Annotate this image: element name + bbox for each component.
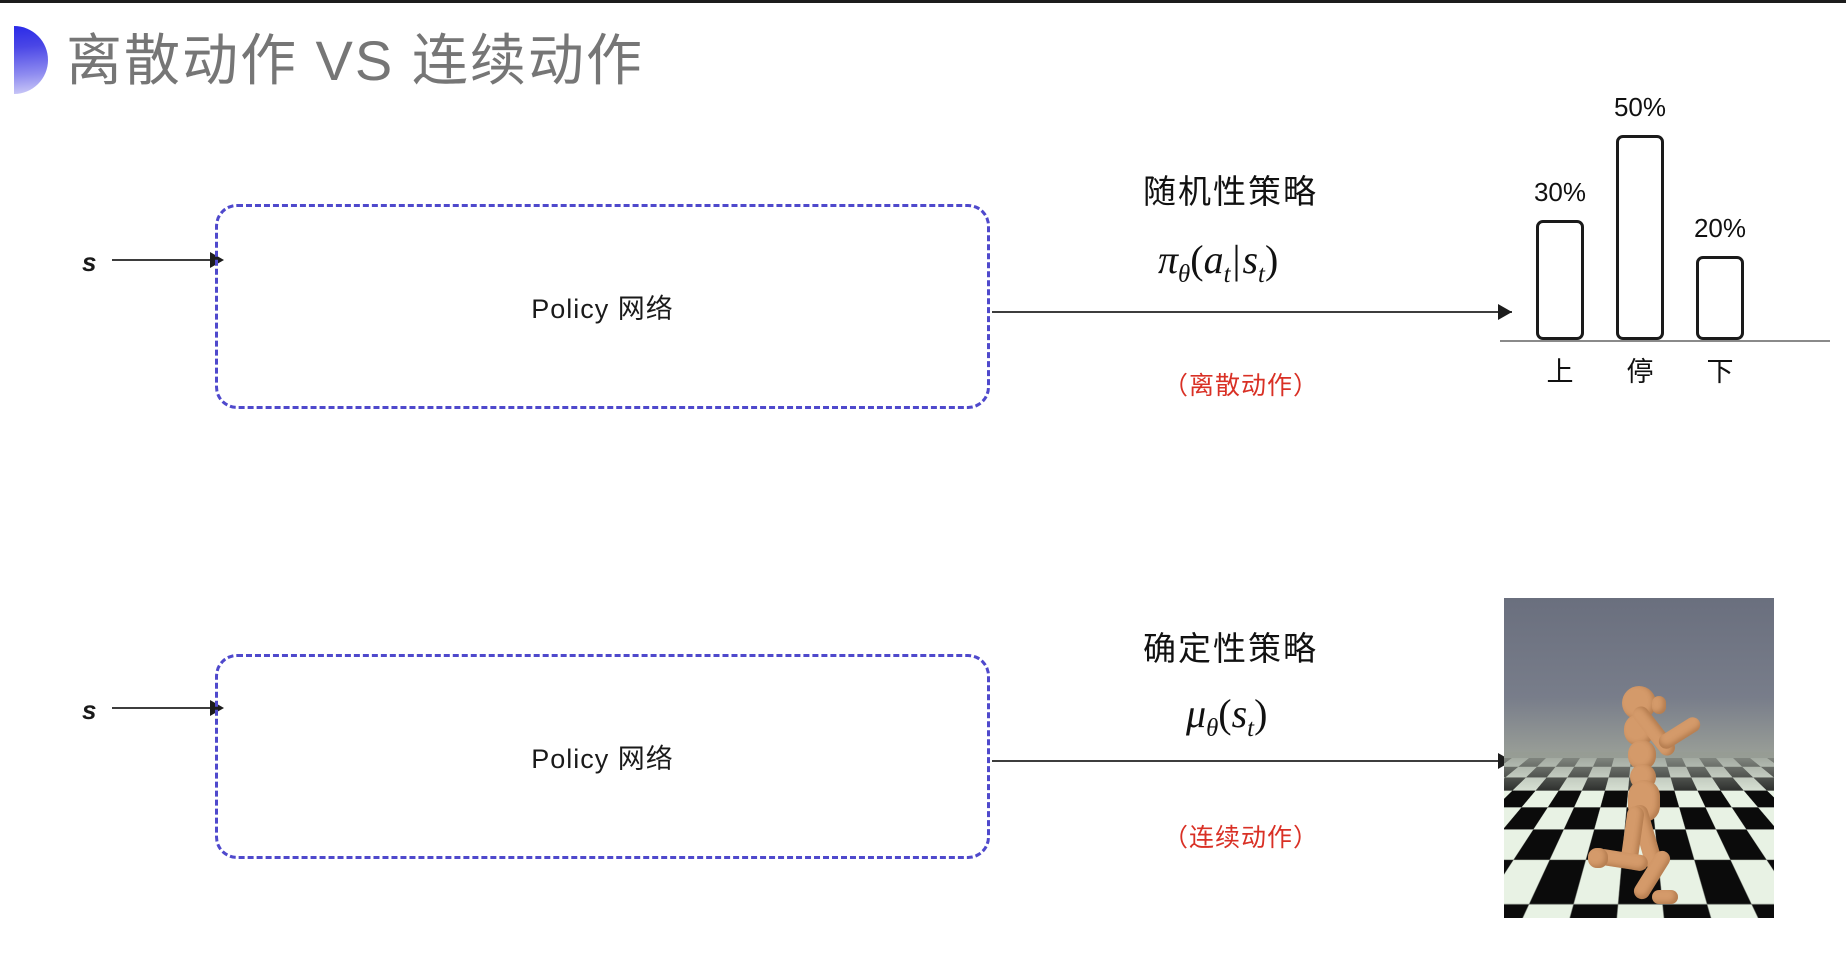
bar-group-2: 20% 下 [1694, 213, 1746, 387]
input-arrow-line-continuous [112, 707, 212, 709]
humanoid-hand-front [1652, 696, 1666, 714]
action-probability-bar-chart: 30% 上 50% 停 20% 下 [1500, 92, 1830, 400]
policy-formula-discrete: πθ(at|st) [1158, 236, 1278, 289]
policy-formula-continuous: μθ(st) [1186, 690, 1267, 743]
output-arrow-line-discrete [992, 311, 1512, 313]
formula-arg1-discrete: a [1203, 237, 1224, 282]
humanoid-simulation-image [1504, 598, 1774, 918]
humanoid-foot-front [1652, 890, 1678, 904]
bar-category-label-0: 上 [1546, 357, 1574, 387]
bar-group-1: 50% 停 [1614, 92, 1666, 387]
input-arrow-line-discrete [112, 259, 212, 261]
formula-close-paren-discrete: ) [1264, 237, 1279, 282]
half-circle-bullet-icon [14, 26, 48, 94]
bar-group-0: 30% 上 [1534, 177, 1586, 387]
output-arrow-head-discrete [1498, 304, 1512, 320]
bar-value-label-1: 50% [1613, 92, 1667, 122]
formula-conditional-bar-discrete: | [1232, 237, 1241, 282]
bar-category-label-1: 停 [1626, 357, 1654, 387]
bar-rect-2 [1696, 256, 1744, 340]
formula-open-paren-discrete: ( [1190, 237, 1204, 282]
formula-open-paren-continuous: ( [1218, 691, 1232, 736]
formula-symbol-sub-discrete: θ [1178, 261, 1191, 288]
input-state-label-continuous: s [82, 695, 97, 725]
formula-close-paren-continuous: ) [1254, 691, 1268, 736]
humanoid-foot-back [1588, 848, 1608, 868]
bar-value-label-0: 30% [1533, 177, 1587, 207]
bar-value-label-2: 20% [1693, 213, 1747, 243]
formula-symbol-sub-continuous: θ [1206, 715, 1219, 742]
chart-baseline-axis [1500, 340, 1830, 342]
policy-network-box-discrete[interactable]: Policy 网络 [215, 204, 990, 409]
formula-arg1-sub-continuous: t [1247, 715, 1255, 742]
input-state-label-discrete: s [82, 247, 97, 277]
bar-rect-1 [1616, 135, 1664, 340]
formula-symbol-continuous: μ [1186, 691, 1207, 736]
page-title: 离散动作 VS 连续动作 [66, 29, 644, 92]
top-edge-divider [0, 0, 1846, 3]
formula-arg1-sub-discrete: t [1223, 261, 1231, 288]
policy-kind-continuous: 确定性策略 [1143, 630, 1318, 667]
action-note-discrete: （离散动作） [1163, 372, 1320, 400]
action-note-continuous: （连续动作） [1163, 824, 1320, 852]
bar-category-label-2: 下 [1706, 357, 1734, 387]
formula-symbol-discrete: π [1158, 237, 1179, 282]
policy-network-box-continuous[interactable]: Policy 网络 [215, 654, 990, 859]
formula-arg2-sub-discrete: t [1258, 261, 1265, 288]
policy-kind-discrete: 随机性策略 [1143, 173, 1318, 210]
policy-network-label-continuous: Policy 网络 [531, 744, 674, 774]
bar-rect-0 [1536, 220, 1584, 340]
policy-network-label-discrete: Policy 网络 [531, 294, 674, 324]
output-arrow-line-continuous [992, 760, 1512, 762]
formula-arg2-discrete: s [1242, 237, 1259, 282]
formula-arg1-continuous: s [1231, 691, 1248, 736]
